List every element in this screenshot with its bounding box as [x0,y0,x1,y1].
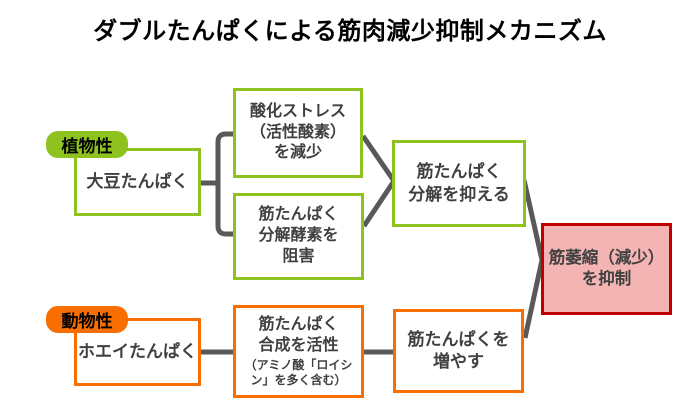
connector-soy-fork-bracket [215,131,233,237]
oxidative-stress-box: 酸化ストレス （活性酸素） を減少 [233,88,363,178]
increase-protein-box: 筋たんぱくを 増やす [393,309,524,393]
protease-inhibit-box: 筋たんぱく 分解酵素を 阻害 [233,193,364,280]
connector-plant-chevron [360,134,398,228]
diagram-title: ダブルたんぱくによる筋肉減少抑制メカニズム [93,18,607,45]
soy-protein-box: 大豆たんぱく [74,148,201,216]
synthesis-activate-note: （アミノ酸「ロイシ ン」を多く含む） [244,357,353,387]
synthesis-activate-box: 筋たんぱく 合成を活性 （アミノ酸「ロイシ ン」を多く含む） [233,305,364,398]
whey-protein-box: ホエイたんぱく [74,318,201,386]
suppress-breakdown-box: 筋たんぱく 分解を抑える [392,140,526,227]
plant-tag-badge: 植物性 [46,131,128,158]
result-box: 筋萎縮（減少） を抑制 [541,223,672,315]
animal-tag-badge: 動物性 [46,306,128,333]
connector-result-chevron [521,179,545,339]
synthesis-activate-main: 筋たんぱく 合成を活性 [258,316,339,354]
